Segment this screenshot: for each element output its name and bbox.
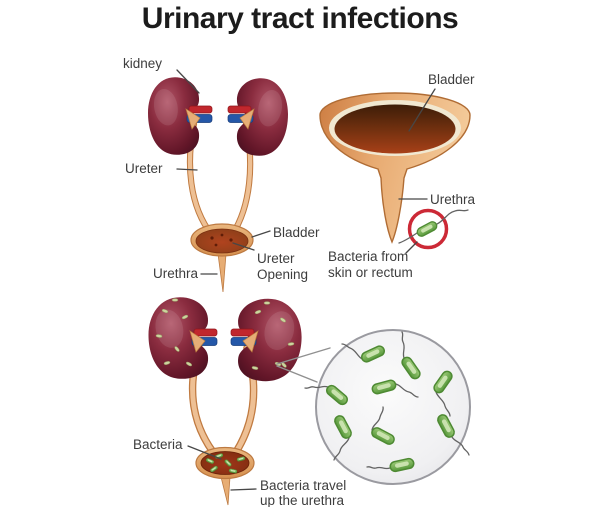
- label-bladder: Bladder: [273, 225, 320, 240]
- label-ureter: Ureter: [125, 161, 163, 176]
- infection-labels: Bacteria Bacteria travel up the urethra: [133, 437, 346, 507]
- urethra-infected: [220, 476, 231, 506]
- label-ureter-opening-2: Opening: [257, 267, 308, 282]
- label-closeup-urethra: Urethra: [430, 192, 476, 207]
- renal-pelvis-infected: [189, 330, 259, 353]
- anatomy-labels: kidney Ureter Bladder Ureter Opening Ure…: [123, 56, 320, 282]
- diagram-urinary-anatomy: kidney Ureter Bladder Ureter Opening Ure…: [123, 56, 320, 293]
- label-ureter-opening-1: Ureter: [257, 251, 295, 266]
- page-title: Urinary tract infections: [141, 2, 459, 35]
- label-kidney: kidney: [123, 56, 162, 71]
- label-bacteria: Bacteria: [133, 437, 183, 452]
- label-bacteria-source-2: skin or rectum: [328, 265, 413, 280]
- magnifier-connector: [276, 347, 331, 383]
- bladder: [190, 223, 254, 257]
- bacteria-magnifier: [304, 329, 471, 485]
- label-bacteria-travel-2: up the urethra: [260, 493, 345, 507]
- diagram-bacteria-ascending: Bacteria Bacteria travel up the urethra: [133, 297, 471, 507]
- bladder-funnel: [319, 92, 471, 244]
- bacteria-entry-callout: [398, 208, 469, 250]
- renal-pelvis: [185, 108, 255, 130]
- label-closeup-bladder: Bladder: [428, 72, 475, 87]
- urethra: [217, 253, 227, 293]
- label-urethra: Urethra: [153, 266, 199, 281]
- closeup-labels: Bladder Urethra Bacteria from skin or re…: [328, 72, 476, 280]
- label-bacteria-source-1: Bacteria from: [328, 249, 408, 264]
- diagram-bladder-closeup: Bladder Urethra Bacteria from skin or re…: [319, 72, 476, 280]
- magnifier-circle-icon: [315, 329, 471, 485]
- label-bacteria-travel-1: Bacteria travel: [260, 478, 346, 493]
